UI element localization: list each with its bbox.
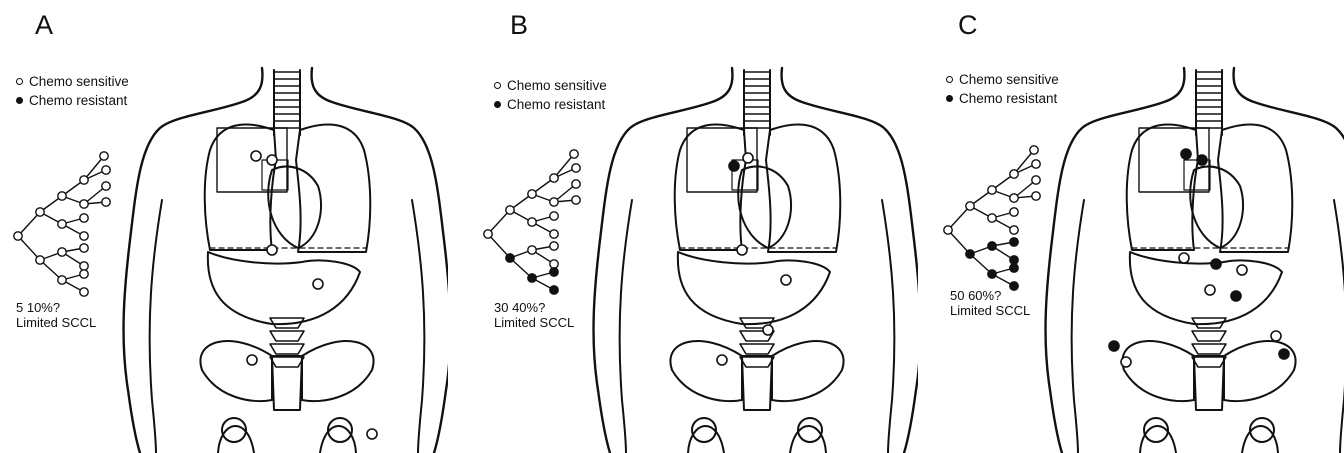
sensitive-clone-node [550, 230, 558, 238]
legend-resistant-label: Chemo resistant [959, 89, 1057, 108]
open-circle-icon [16, 78, 23, 85]
caption-stage: Limited SCCL [494, 315, 574, 330]
sensitive-clone-node [58, 192, 66, 200]
sensitive-clone-node [572, 180, 580, 188]
legend-resistant: Chemo resistant [946, 89, 1059, 108]
panel-b: B Chemo sensitive Chemo resistant 30 40%… [470, 0, 918, 453]
resistant-clone-node [988, 270, 996, 278]
sensitive-clone-node [80, 288, 88, 296]
sensitive-clone-node [550, 260, 558, 268]
legend-resistant: Chemo resistant [494, 95, 607, 114]
resistant-clone-node [1010, 264, 1018, 272]
sensitive-clone-node [572, 196, 580, 204]
legend: Chemo sensitive Chemo resistant [946, 70, 1059, 108]
sensitive-clone-node [36, 256, 44, 264]
legend-resistant-label: Chemo resistant [29, 91, 127, 110]
clone-tree-group [484, 150, 580, 294]
sensitive-clone-node [80, 262, 88, 270]
legend-resistant-label: Chemo resistant [507, 95, 605, 114]
sensitive-clone-node [988, 214, 996, 222]
sensitive-clone-node [80, 270, 88, 278]
caption-percent: 5 10%? [16, 300, 96, 315]
sensitive-clone-node [80, 244, 88, 252]
sensitive-clone-node [966, 202, 974, 210]
sensitive-clone-node [1032, 160, 1040, 168]
sensitive-clone-node [58, 276, 66, 284]
sensitive-clone-node [572, 164, 580, 172]
resistant-clone-node [550, 268, 558, 276]
caption-percent: 50 60%? [950, 288, 1030, 303]
sensitive-clone-node [528, 246, 536, 254]
open-circle-icon [946, 76, 953, 83]
resistant-clone-node [528, 274, 536, 282]
sensitive-clone-node [1032, 176, 1040, 184]
sensitive-clone-node [1010, 194, 1018, 202]
resistant-clone-node [1010, 256, 1018, 264]
sensitive-clone-node [102, 198, 110, 206]
sensitive-clone-node [528, 190, 536, 198]
clone-tree [934, 0, 1344, 453]
sensitive-clone-node [528, 218, 536, 226]
legend-sensitive-label: Chemo sensitive [507, 76, 607, 95]
panel-c: C Chemo sensitive Chemo resistant 50 60%… [934, 0, 1344, 453]
legend-sensitive: Chemo sensitive [946, 70, 1059, 89]
clone-tree-group [14, 152, 110, 296]
sensitive-clone-node [36, 208, 44, 216]
clone-tree [0, 0, 448, 453]
sensitive-clone-node [550, 212, 558, 220]
sensitive-clone-node [484, 230, 492, 238]
sensitive-clone-node [80, 214, 88, 222]
sensitive-clone-node [944, 226, 952, 234]
sensitive-clone-node [80, 176, 88, 184]
caption-stage: Limited SCCL [950, 303, 1030, 318]
legend-sensitive: Chemo sensitive [16, 72, 129, 91]
filled-circle-icon [946, 95, 953, 102]
sensitive-clone-node [570, 150, 578, 158]
sensitive-clone-node [80, 200, 88, 208]
sensitive-clone-node [550, 174, 558, 182]
caption: 5 10%? Limited SCCL [16, 300, 96, 330]
panel-letter: C [958, 10, 978, 41]
clone-tree-group [944, 146, 1040, 290]
sensitive-clone-node [14, 232, 22, 240]
resistant-clone-node [988, 242, 996, 250]
sensitive-clone-node [102, 166, 110, 174]
sensitive-clone-node [550, 198, 558, 206]
panel-letter: A [35, 10, 53, 41]
sensitive-clone-node [102, 182, 110, 190]
caption-stage: Limited SCCL [16, 315, 96, 330]
caption-percent: 30 40%? [494, 300, 574, 315]
sensitive-clone-node [80, 232, 88, 240]
sensitive-clone-node [1032, 192, 1040, 200]
sensitive-clone-node [100, 152, 108, 160]
sensitive-clone-node [1010, 208, 1018, 216]
legend: Chemo sensitive Chemo resistant [494, 76, 607, 114]
caption: 50 60%? Limited SCCL [950, 288, 1030, 318]
legend-resistant: Chemo resistant [16, 91, 129, 110]
filled-circle-icon [494, 101, 501, 108]
legend-sensitive-label: Chemo sensitive [959, 70, 1059, 89]
resistant-clone-node [506, 254, 514, 262]
open-circle-icon [494, 82, 501, 89]
sensitive-clone-node [506, 206, 514, 214]
legend-sensitive: Chemo sensitive [494, 76, 607, 95]
legend-sensitive-label: Chemo sensitive [29, 72, 129, 91]
clone-tree [470, 0, 918, 453]
legend: Chemo sensitive Chemo resistant [16, 72, 129, 110]
filled-circle-icon [16, 97, 23, 104]
resistant-clone-node [966, 250, 974, 258]
sensitive-clone-node [1010, 170, 1018, 178]
panel-a: A Chemo sensitive Chemo resistant 5 10%?… [0, 0, 448, 453]
panel-letter: B [510, 10, 528, 41]
sensitive-clone-node [58, 248, 66, 256]
sensitive-clone-node [58, 220, 66, 228]
resistant-clone-node [1010, 238, 1018, 246]
sensitive-clone-node [988, 186, 996, 194]
sensitive-clone-node [550, 242, 558, 250]
resistant-clone-node [550, 286, 558, 294]
sensitive-clone-node [1030, 146, 1038, 154]
sensitive-clone-node [1010, 226, 1018, 234]
caption: 30 40%? Limited SCCL [494, 300, 574, 330]
